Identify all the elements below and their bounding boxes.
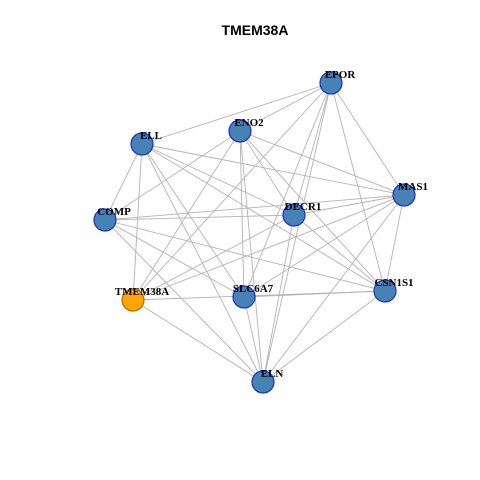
edge-mas1-csn1s1 (384, 194, 405, 292)
node-label-eno2: ENO2 (234, 117, 264, 129)
node-label-eln: ELN (261, 368, 284, 380)
node-label-decr1: DECR1 (285, 201, 322, 213)
edge-slc6a7-eln (243, 296, 264, 383)
node-ell (130, 132, 154, 156)
edge-decr1-tmem38a (132, 214, 295, 301)
edge-ell-mas1 (141, 143, 405, 196)
edge-epor-eln (262, 82, 332, 383)
edge-slc6a7-csn1s1 (243, 290, 386, 298)
node-layer (93, 71, 416, 394)
edge-comp-slc6a7 (104, 219, 245, 298)
edge-ell-tmem38a (132, 143, 143, 301)
edge-eno2-slc6a7 (239, 130, 245, 298)
node-label-tmem38a: TMEM38A (115, 286, 169, 298)
edge-mas1-slc6a7 (243, 194, 405, 298)
node-eln (251, 370, 275, 394)
edge-comp-mas1 (104, 194, 405, 221)
edge-tmem38a-eln (132, 299, 264, 383)
edge-csn1s1-eln (262, 290, 386, 383)
node-eno2 (228, 119, 252, 143)
edge-eno2-eln (239, 130, 264, 383)
graph-title: TMEM38A (222, 22, 289, 38)
edge-mas1-eln (262, 194, 405, 383)
node-tmem38a (121, 288, 145, 312)
edge-comp-eln (104, 219, 264, 383)
edge-epor-eno2 (239, 82, 332, 132)
edge-eno2-mas1 (239, 130, 405, 196)
edge-mas1-tmem38a (132, 194, 405, 301)
edge-ell-csn1s1 (141, 143, 386, 292)
node-label-mas1: MAS1 (398, 181, 428, 193)
node-label-comp: COMP (97, 206, 131, 218)
edge-eno2-csn1s1 (239, 130, 386, 292)
edge-epor-ell (141, 82, 332, 145)
node-label-csn1s1: CSN1S1 (374, 277, 413, 289)
edge-comp-csn1s1 (104, 219, 386, 292)
node-slc6a7 (232, 285, 256, 309)
edge-epor-csn1s1 (330, 82, 386, 292)
edge-layer (104, 82, 405, 383)
edge-eno2-tmem38a (132, 130, 241, 301)
edge-epor-decr1 (293, 82, 332, 216)
edge-comp-decr1 (104, 214, 295, 221)
edge-epor-tmem38a (132, 82, 332, 301)
edge-ell-slc6a7 (141, 143, 245, 298)
edge-eno2-decr1 (239, 130, 295, 216)
node-csn1s1 (373, 279, 397, 303)
node-epor (319, 71, 343, 95)
edge-epor-mas1 (330, 82, 405, 196)
node-label-epor: EPOR (325, 69, 357, 81)
node-mas1 (392, 183, 416, 207)
node-label-ell: ELL (140, 130, 162, 142)
edge-decr1-mas1 (293, 194, 405, 216)
edge-epor-slc6a7 (243, 82, 332, 298)
edge-ell-comp (104, 143, 143, 221)
edge-ell-decr1 (141, 143, 295, 216)
edge-eno2-comp (104, 130, 241, 221)
node-decr1 (282, 203, 306, 227)
node-comp (93, 208, 117, 232)
edge-decr1-csn1s1 (293, 214, 386, 292)
edge-decr1-eln (262, 214, 295, 383)
node-label-slc6a7: SLC6A7 (233, 283, 274, 295)
